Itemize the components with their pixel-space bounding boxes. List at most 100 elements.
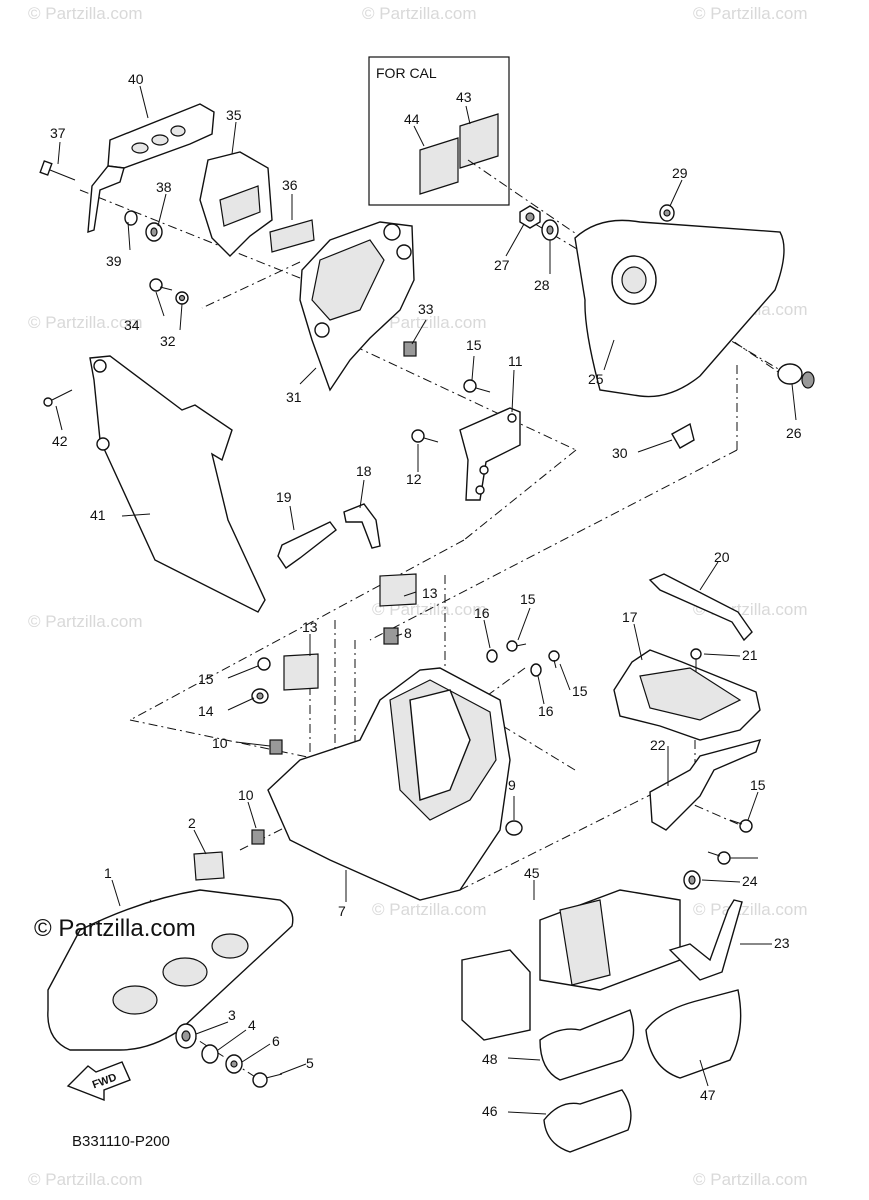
callout-40: 40: [128, 71, 144, 87]
part-10-clip-upper: [269, 739, 283, 755]
callout-13-left: 13: [302, 619, 318, 635]
part-7-battery-box: [267, 667, 511, 901]
callout-14: 14: [198, 703, 214, 719]
part-27-nut: [519, 205, 541, 229]
callout-47: 47: [700, 1087, 716, 1103]
watermark: © Partzilla.com: [28, 1170, 143, 1189]
part-11-bracket: [459, 407, 521, 501]
copyright-label: © Partzilla.com: [34, 915, 196, 942]
callout-15-top: 15: [466, 337, 482, 353]
part-3-grommet: [175, 1023, 197, 1049]
watermark: © Partzilla.com: [28, 4, 143, 23]
part-20-strap: [648, 573, 753, 642]
callout-34: 34: [124, 317, 140, 333]
callout-27: 27: [494, 257, 510, 273]
part-26-lock: [777, 363, 815, 389]
watermark: © Partzilla.com: [372, 900, 487, 919]
callout-17: 17: [622, 609, 638, 625]
part-10-clip-lower: [251, 829, 265, 845]
leader-lines: [55, 85, 797, 1115]
for-cal-inset: FOR CAL: [368, 56, 510, 206]
watermark: © Partzilla.com: [28, 612, 143, 631]
inset-label: FOR CAL: [376, 65, 437, 81]
part-13-pad-upper: [379, 573, 417, 607]
part-24-grommet: [683, 870, 701, 890]
callout-15-mid: 15: [520, 591, 536, 607]
callout-23: 23: [774, 935, 790, 951]
callout-29: 29: [672, 165, 688, 181]
part-22-bracket: [649, 738, 762, 831]
callout-15-right: 15: [572, 683, 588, 699]
part-42-rivet: [43, 389, 73, 407]
callout-33: 33: [418, 301, 434, 317]
part-29-grommet: [659, 204, 675, 222]
watermark: © Partzilla.com: [693, 1170, 808, 1189]
callout-32: 32: [160, 333, 176, 349]
callout-13-upper: 13: [422, 585, 438, 601]
callout-24: 24: [742, 873, 758, 889]
callout-16-lower: 16: [538, 703, 554, 719]
callout-15-far-right: 15: [750, 777, 766, 793]
part-46-cover: [543, 1089, 632, 1153]
callout-8: 8: [404, 625, 412, 641]
part-30-clip: [671, 422, 695, 449]
watermark: © Partzilla.com: [362, 4, 477, 23]
part-9-grommet: [505, 820, 523, 836]
callout-30: 30: [612, 445, 628, 461]
callout-18: 18: [356, 463, 372, 479]
part-1-cover: [47, 889, 294, 1051]
callout-45: 45: [524, 865, 540, 881]
part-2-pad: [193, 851, 225, 881]
callout-9: 9: [508, 777, 516, 793]
part-39-38-grommets: [124, 210, 163, 242]
callout-37: 37: [50, 125, 66, 141]
callout-48: 48: [482, 1051, 498, 1067]
callout-6: 6: [272, 1033, 280, 1049]
part-36-pad: [269, 219, 315, 253]
callout-26: 26: [786, 425, 802, 441]
part-8-clip: [383, 627, 399, 645]
callout-43: 43: [456, 89, 472, 105]
callout-5: 5: [306, 1055, 314, 1071]
watermark: © Partzilla.com: [372, 313, 487, 332]
part-40-bracket: [87, 103, 215, 234]
callout-31: 31: [286, 389, 302, 405]
callout-39: 39: [106, 253, 122, 269]
callout-38: 38: [156, 179, 172, 195]
callout-11: 11: [508, 353, 523, 369]
callout-12: 12: [406, 471, 422, 487]
callout-21: 21: [742, 647, 758, 663]
part-33-clip: [403, 341, 417, 357]
callout-labels: 1 2 3 4 5 6 7 8 9 10 10 11 12 13 13 14 1…: [50, 71, 802, 1119]
part-4-collar: [201, 1044, 219, 1064]
callout-3: 3: [228, 1007, 236, 1023]
part-31-holder: [299, 221, 415, 392]
callout-1: 1: [104, 865, 112, 881]
callout-16-upper: 16: [474, 605, 490, 621]
callout-28: 28: [534, 277, 550, 293]
part-6-washer: [225, 1054, 243, 1074]
part-13-pad-left: [283, 653, 319, 691]
diagram-code: B331110-P200: [72, 1133, 170, 1150]
callout-44: 44: [404, 111, 420, 127]
callout-36: 36: [282, 177, 298, 193]
part-5-bolt: [252, 1072, 283, 1088]
part-15-bolt-top: [463, 379, 491, 393]
part-25-side-cover: [574, 219, 785, 398]
part-17-tray: [613, 649, 761, 741]
part-28-grommet: [541, 219, 559, 241]
part-15-14-hardware-left: [251, 657, 271, 704]
callout-19: 19: [276, 489, 292, 505]
part-23-strap: [668, 899, 743, 981]
callout-46: 46: [482, 1103, 498, 1119]
callout-20: 20: [714, 549, 730, 565]
part-19-clamp: [277, 521, 337, 569]
part-47-cover: [645, 989, 742, 1079]
watermark: © Partzilla.com: [693, 900, 808, 919]
part-48-cover: [539, 1009, 635, 1081]
part-21-screw: [690, 648, 702, 672]
watermark: © Partzilla.com: [28, 313, 143, 332]
part-35-cover: [199, 151, 273, 257]
callout-42: 42: [52, 433, 68, 449]
part-16-15-hardware: [486, 640, 560, 677]
